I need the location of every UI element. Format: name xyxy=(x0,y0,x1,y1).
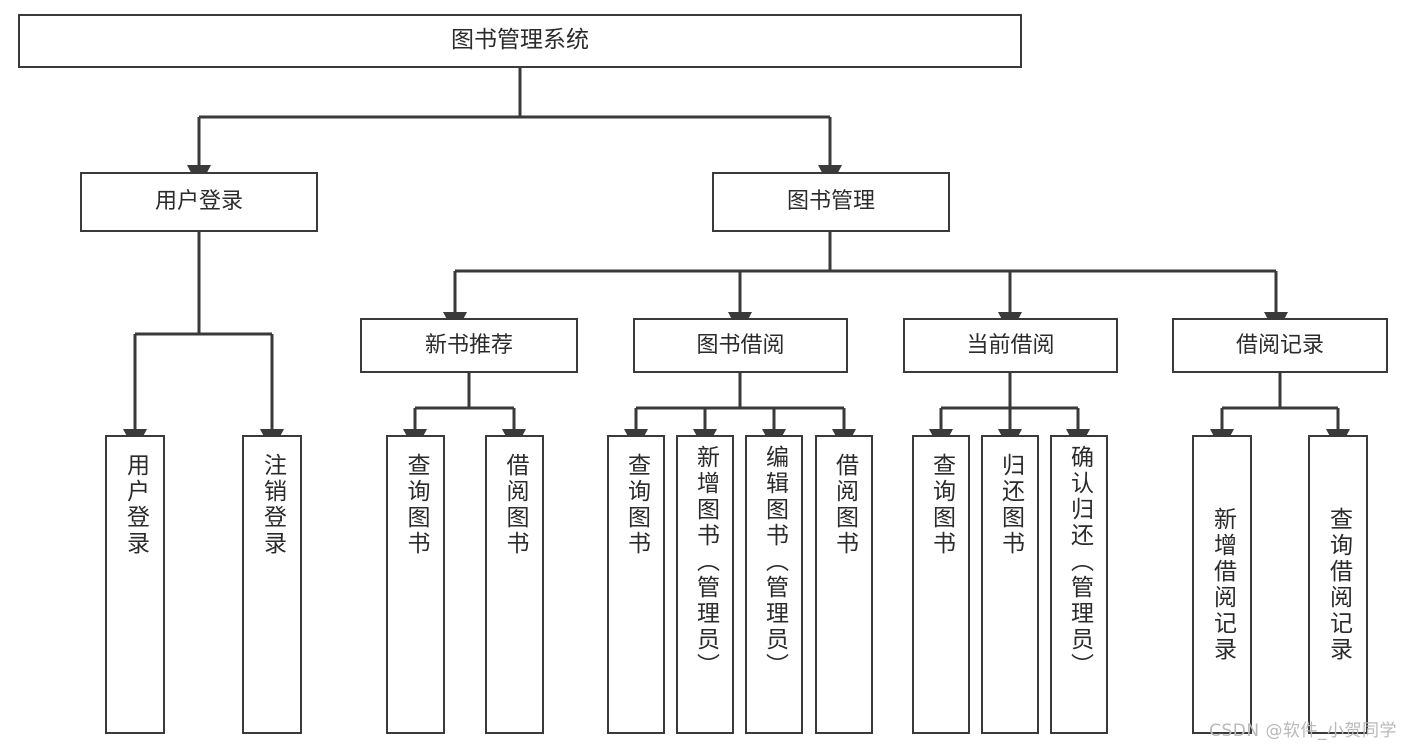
leaf-new-book-query-label: 查询图书 xyxy=(403,453,429,557)
node-book-borrow-label: 图书借阅 xyxy=(696,332,785,358)
leaf-book-borrow-borrow[interactable]: 借阅图书 xyxy=(815,435,873,734)
leaf-user-login-logout-label: 注销登录 xyxy=(259,453,286,557)
leaf-new-book-borrow[interactable]: 借阅图书 xyxy=(485,435,544,734)
leaf-book-borrow-add-label: 新增图书（管理员） xyxy=(692,445,719,679)
leaf-user-login-logout[interactable]: 注销登录 xyxy=(242,435,302,734)
node-user-login-label: 用户登录 xyxy=(154,189,243,215)
leaf-book-borrow-query-label: 查询图书 xyxy=(623,453,650,557)
csdn-watermark: CSDN @软件_小贺同学 xyxy=(1209,721,1397,741)
leaf-current-borrow-return[interactable]: 归还图书 xyxy=(981,435,1039,734)
leaf-current-borrow-query-label: 查询图书 xyxy=(928,453,955,557)
node-book-manage[interactable]: 图书管理 xyxy=(712,172,950,232)
leaf-new-book-query[interactable]: 查询图书 xyxy=(386,435,445,734)
node-borrow-record[interactable]: 借阅记录 xyxy=(1172,318,1388,373)
node-borrow-record-label: 借阅记录 xyxy=(1235,332,1324,358)
leaf-current-borrow-confirm[interactable]: 确认归还（管理员） xyxy=(1050,435,1108,734)
leaf-borrow-record-query[interactable]: 查询借阅记录 xyxy=(1308,435,1368,734)
node-new-book-recommend-label: 新书推荐 xyxy=(424,332,513,358)
node-current-borrow-label: 当前借阅 xyxy=(966,332,1055,358)
leaf-user-login-login-label: 用户登录 xyxy=(122,453,149,557)
leaf-book-borrow-edit-label: 编辑图书（管理员） xyxy=(761,445,788,679)
leaf-user-login-login[interactable]: 用户登录 xyxy=(105,435,165,734)
node-book-borrow[interactable]: 图书借阅 xyxy=(633,318,848,373)
leaf-borrow-record-add[interactable]: 新增借阅记录 xyxy=(1192,435,1252,734)
node-user-login[interactable]: 用户登录 xyxy=(80,172,318,232)
leaf-current-borrow-return-label: 归还图书 xyxy=(997,453,1024,557)
leaf-current-borrow-confirm-label: 确认归还（管理员） xyxy=(1066,445,1093,679)
node-new-book-recommend[interactable]: 新书推荐 xyxy=(360,318,578,373)
leaf-borrow-record-add-label: 新增借阅记录 xyxy=(1209,506,1236,663)
node-root-system[interactable]: 图书管理系统 xyxy=(18,14,1022,68)
leaf-book-borrow-add[interactable]: 新增图书（管理员） xyxy=(676,435,734,734)
leaf-book-borrow-edit[interactable]: 编辑图书（管理员） xyxy=(745,435,803,734)
node-root-system-label: 图书管理系统 xyxy=(451,27,589,54)
node-current-borrow[interactable]: 当前借阅 xyxy=(903,318,1118,373)
leaf-book-borrow-borrow-label: 借阅图书 xyxy=(831,453,858,557)
leaf-current-borrow-query[interactable]: 查询图书 xyxy=(912,435,970,734)
leaf-new-book-borrow-label: 借阅图书 xyxy=(502,453,528,557)
leaf-book-borrow-query[interactable]: 查询图书 xyxy=(607,435,665,734)
node-book-manage-label: 图书管理 xyxy=(786,189,875,215)
leaf-borrow-record-query-label: 查询借阅记录 xyxy=(1325,506,1352,663)
